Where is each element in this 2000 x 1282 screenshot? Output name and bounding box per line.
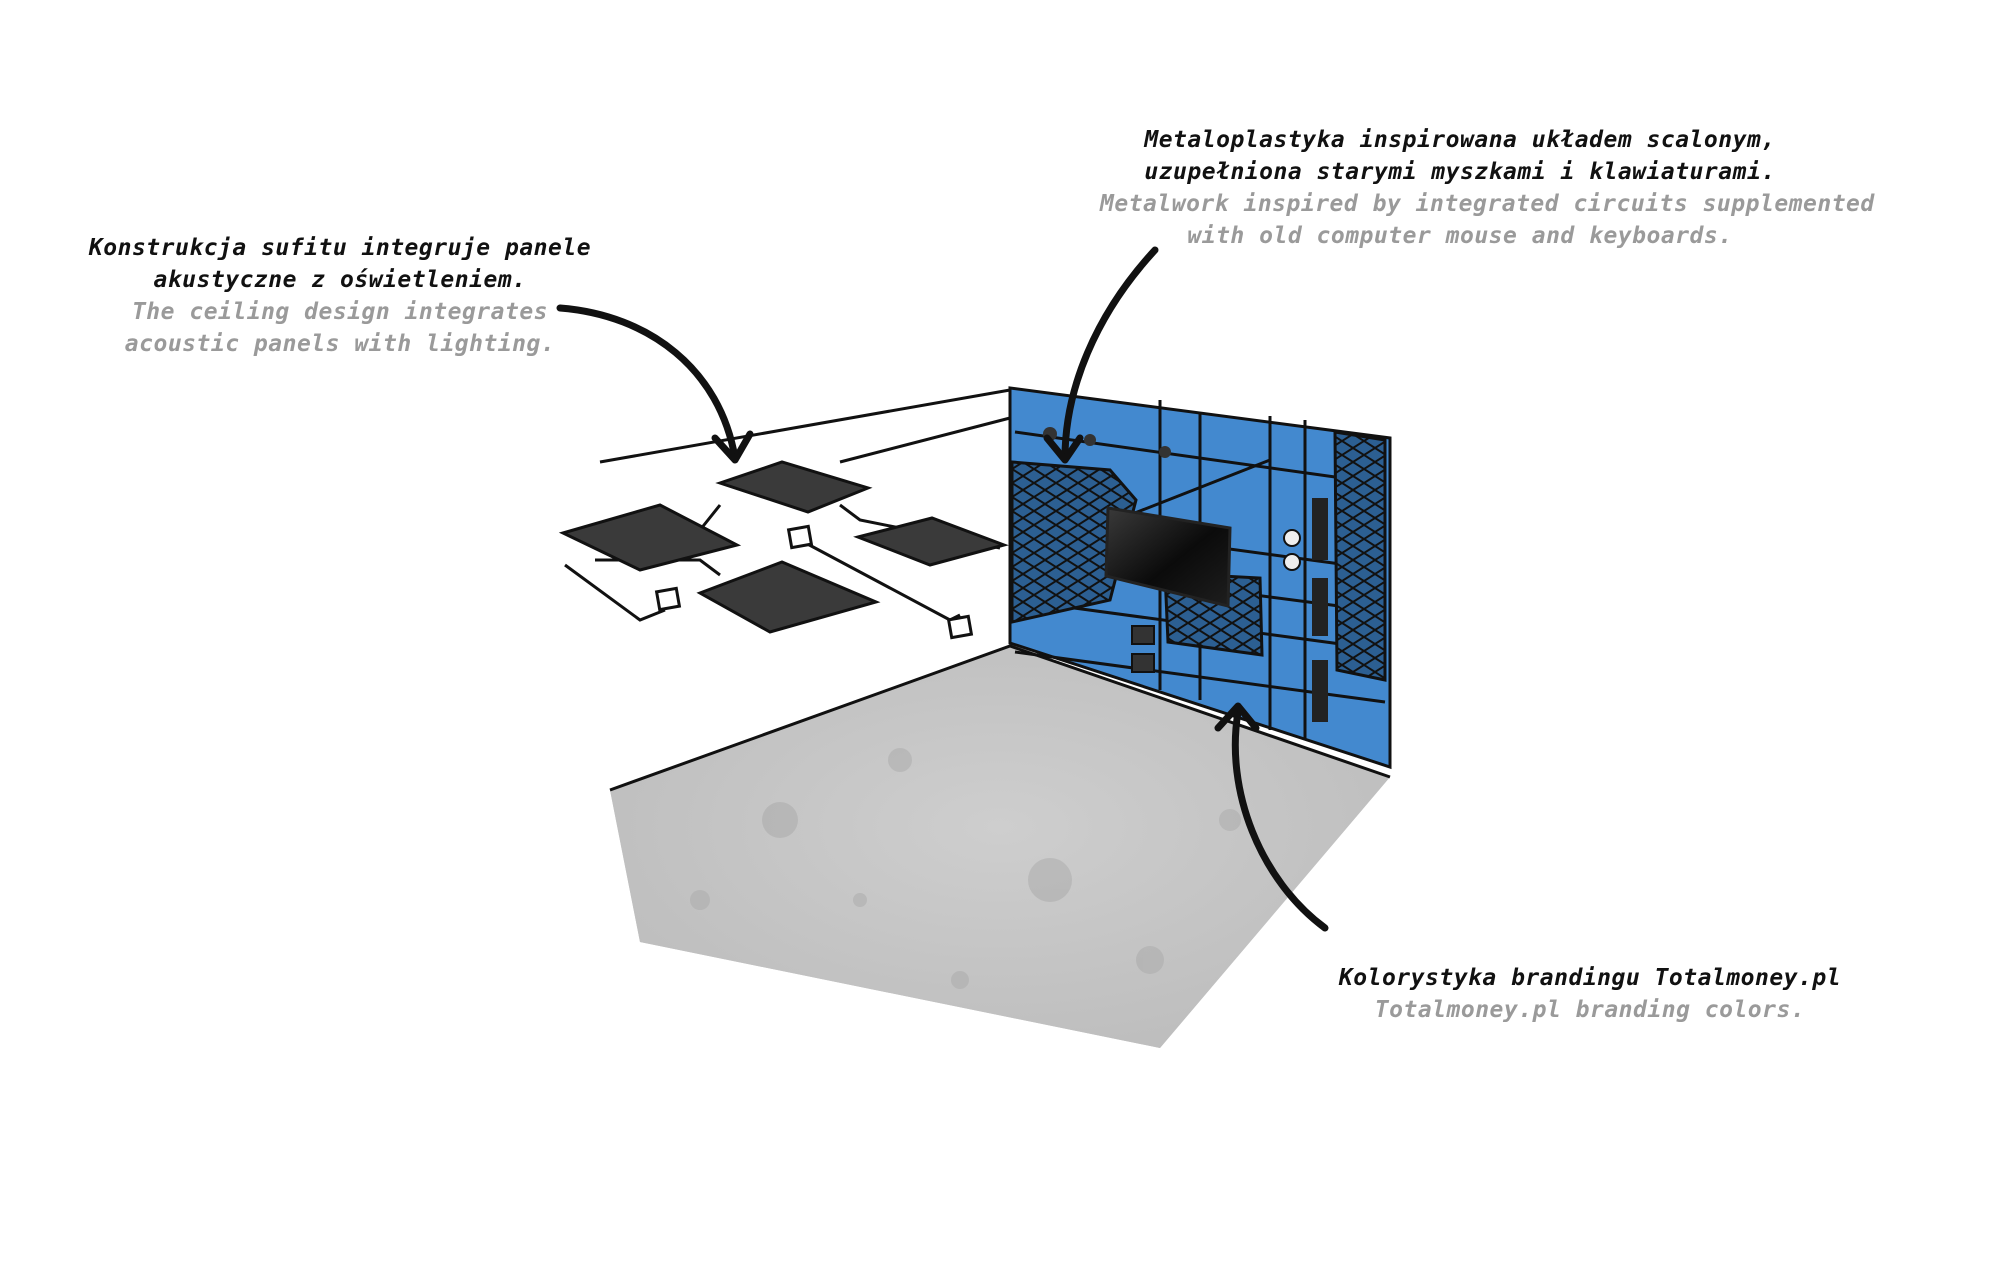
annotation-metalwork-en-line1: Metalwork inspired by integrated circuit…	[1100, 191, 1875, 217]
arrow-to-metalwork	[1043, 246, 1159, 464]
annotation-ceiling-pl-line2: akustyczne z oświetleniem.	[153, 267, 527, 293]
socket-1	[1131, 625, 1155, 645]
mouse-decor-2	[1283, 553, 1301, 571]
annotation-ceiling-en-line1: The ceiling design integrates	[131, 299, 549, 325]
acoustic-panel-3	[853, 516, 1009, 567]
annotation-metalwork-en-line2: with old computer mouse and keyboards.	[1187, 223, 1733, 249]
arrow-to-ceiling	[556, 304, 754, 464]
annotation-metalwork: Metaloplastyka inspirowana układem scalo…	[1100, 124, 1875, 252]
spotlight-1	[786, 524, 814, 550]
acoustic-panel-4	[696, 560, 881, 634]
mouse-decor-1	[1283, 529, 1301, 547]
spotlight-2	[654, 586, 682, 612]
keyboard-decor-1	[1312, 498, 1328, 560]
annotation-ceiling-en-line2: acoustic panels with lighting.	[124, 331, 556, 357]
annotation-metalwork-pl-line2: uzupełniona starymi myszkami i klawiatur…	[1144, 159, 1776, 185]
tv-screen	[1104, 506, 1232, 608]
keyboard-decor-2	[1312, 578, 1328, 636]
hook-3	[1159, 446, 1171, 458]
annotation-branding-en-line1: Totalmoney.pl branding colors.	[1374, 997, 1806, 1023]
annotation-branding: Kolorystyka brandingu Totalmoney.pl Tota…	[1310, 962, 1870, 1026]
blue-wall-panel	[1008, 386, 1392, 770]
socket-2	[1131, 653, 1155, 673]
annotation-metalwork-pl-line1: Metaloplastyka inspirowana układem scalo…	[1144, 127, 1776, 153]
ceiling-structure	[558, 388, 1012, 643]
annotation-ceiling: Konstrukcja sufitu integruje panele akus…	[60, 232, 620, 360]
acoustic-panel-2	[558, 503, 742, 572]
keyboard-decor-3	[1312, 660, 1328, 722]
mesh-panel-right	[1333, 430, 1387, 682]
acoustic-panel-1	[715, 460, 873, 514]
annotation-branding-pl-line1: Kolorystyka brandingu Totalmoney.pl	[1338, 965, 1842, 991]
hook-2	[1084, 434, 1096, 446]
concrete-floor	[609, 644, 1391, 1048]
arrow-to-wall	[1214, 702, 1329, 932]
spotlight-3	[946, 614, 974, 640]
annotation-ceiling-pl-line1: Konstrukcja sufitu integruje panele	[88, 235, 592, 261]
